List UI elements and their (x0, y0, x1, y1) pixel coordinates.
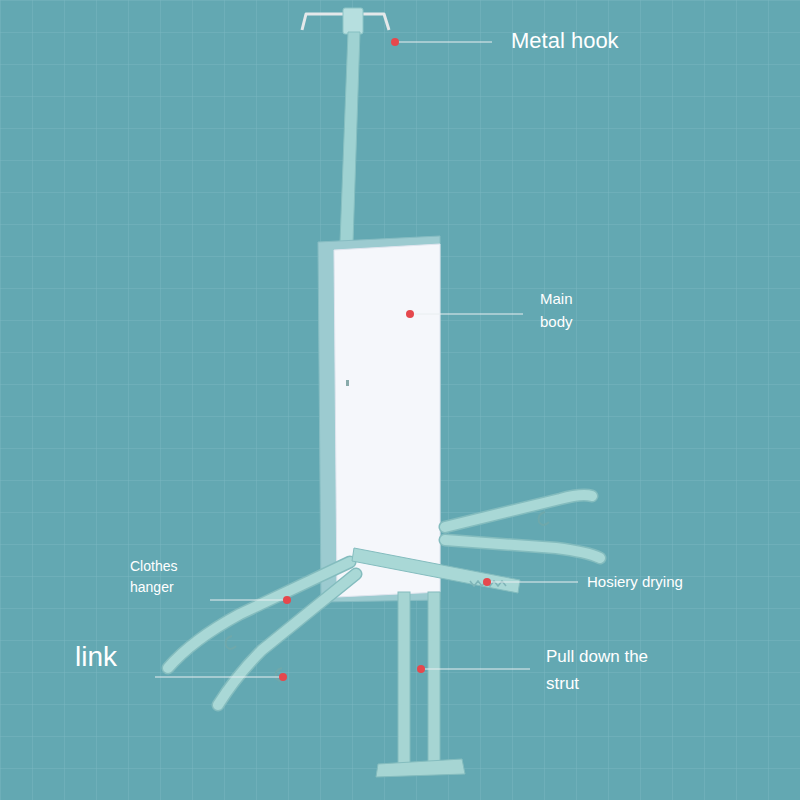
strut-foot (376, 759, 465, 777)
leader-dot (391, 38, 399, 46)
hanger-arm (218, 574, 356, 705)
link-hook (276, 668, 286, 681)
leader-dot (283, 596, 291, 604)
part-label: Hosiery drying (587, 573, 777, 591)
leader-line (210, 600, 287, 601)
leader-line (487, 582, 578, 583)
part-label: link (75, 640, 155, 674)
leader-line (410, 314, 523, 315)
rod (340, 32, 360, 242)
strut (428, 592, 440, 762)
hanger-arm (445, 495, 592, 527)
hanger-hook (539, 512, 549, 525)
hanger-arm (445, 540, 600, 558)
hanger-arm (445, 540, 600, 558)
hook-block (343, 8, 363, 34)
hanger-arm (218, 574, 356, 705)
hosiery-bar (352, 548, 520, 593)
leader-dot (406, 310, 414, 318)
leader-dot (417, 665, 425, 673)
strut (398, 592, 410, 764)
part-label: Main body (540, 288, 592, 333)
body-back (318, 236, 440, 602)
leader-line (395, 42, 492, 43)
body-slot (346, 380, 349, 386)
leader-dot (279, 673, 287, 681)
main-body (334, 244, 440, 597)
leader-dot (483, 578, 491, 586)
leader-line (155, 677, 283, 678)
part-label: Pull down the strut (546, 643, 676, 697)
part-label: Metal hook (511, 28, 711, 54)
hanger-arm (445, 495, 592, 527)
leader-line (421, 669, 530, 670)
leader-lines (155, 38, 578, 681)
hanger-hook (226, 636, 236, 649)
part-label: Clothes hanger (130, 556, 202, 598)
